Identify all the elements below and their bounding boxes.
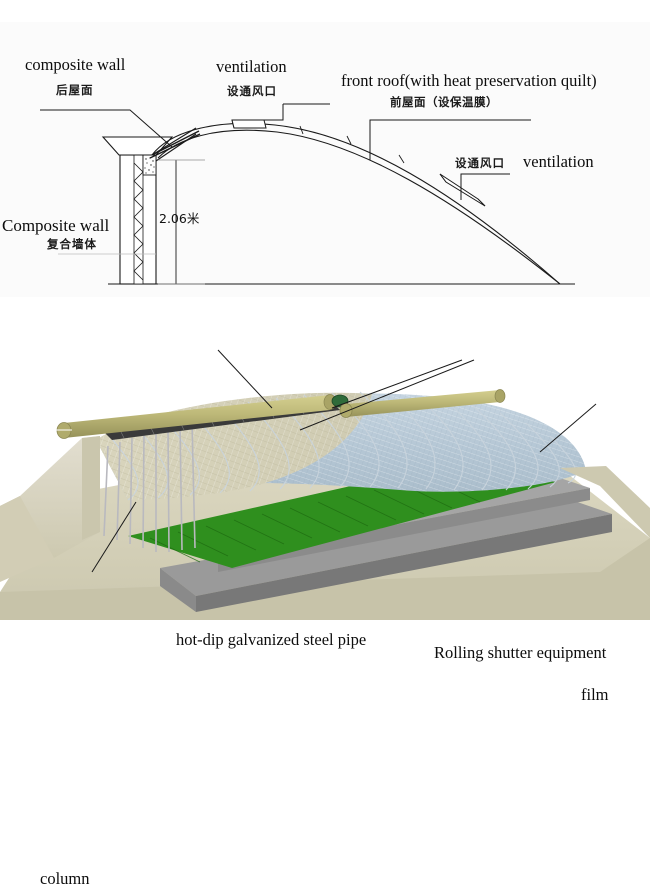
ground-slab-front	[0, 538, 650, 620]
earth-wall-left-slope	[0, 496, 54, 582]
label-wall-height-dimension: 2.06米	[159, 211, 200, 226]
earth-wall-left-edge	[82, 436, 100, 540]
concrete-path-end	[160, 568, 196, 612]
ventilation-opening-top	[231, 119, 267, 129]
section-drawing-svg	[40, 103, 575, 285]
leader-steel-pipe	[217, 349, 273, 409]
greenhouse-section-diagram: composite wall 后屋面 ventilation 设通风口 fron…	[0, 22, 650, 297]
leader-rolling-shutter-b	[299, 359, 475, 431]
concrete-curb-side	[218, 488, 590, 572]
label-ventilation-top-en: ventilation	[216, 57, 287, 76]
label-composite-wall-cn: 复合墙体	[47, 237, 97, 251]
diagram-page: composite wall 后屋面 ventilation 设通风口 fron…	[0, 22, 650, 888]
greenhouse-3d-render: hot-dip galvanized steel pipe Rolling sh…	[0, 300, 650, 887]
leader-ventilation-top	[248, 104, 284, 121]
roller-pipe-right-end	[494, 389, 506, 403]
concrete-path-side	[196, 514, 612, 612]
label-column: column	[40, 869, 90, 888]
leader-rolling-shutter-a	[331, 359, 463, 409]
label-ventilation-right-en: ventilation	[523, 152, 594, 171]
roof-arc-outer	[151, 122, 561, 285]
concrete-path-top	[160, 496, 612, 596]
leader-film	[539, 403, 597, 453]
roller-pipe-left	[64, 395, 330, 438]
label-composite-wall-top-cn: 后屋面	[56, 83, 94, 97]
label-ventilation-top-cn: 设通风口	[227, 84, 277, 98]
earth-wall-right	[560, 466, 650, 538]
earth-wall-left-face	[20, 436, 100, 558]
label-composite-wall-en: Composite wall	[2, 216, 110, 235]
label-composite-wall-top-en: composite wall	[25, 55, 126, 74]
label-front-roof-cn: 前屋面（设保温膜）	[390, 95, 498, 109]
wall-insulation-cavity	[133, 154, 144, 285]
leader-composite-wall-top	[40, 109, 173, 148]
roof-arc-inner	[157, 129, 561, 285]
back-roof-diagonal	[151, 130, 200, 156]
label-hot-dip-galvanized-steel-pipe: hot-dip galvanized steel pipe	[176, 630, 367, 649]
label-ventilation-right-cn: 设通风口	[455, 156, 505, 170]
roof-purlin-marks	[231, 119, 486, 207]
label-front-roof-en: front roof(with heat preservation quilt)	[341, 71, 597, 90]
label-film: film	[581, 685, 609, 704]
wall-insulation-hatch	[133, 162, 144, 281]
back-roof-diagonal-2	[149, 133, 201, 159]
leader-column	[91, 501, 137, 573]
render-3d-svg	[0, 349, 650, 620]
leader-ventilation-right	[460, 173, 510, 200]
roller-pipe-right	[346, 390, 500, 417]
ventilation-opening-lower	[439, 173, 486, 207]
roller-pipe-right-cap	[339, 403, 353, 418]
column-posts	[103, 421, 196, 553]
label-rolling-shutter-equipment: Rolling shutter equipment	[434, 643, 607, 662]
leader-front-roof	[369, 119, 531, 160]
